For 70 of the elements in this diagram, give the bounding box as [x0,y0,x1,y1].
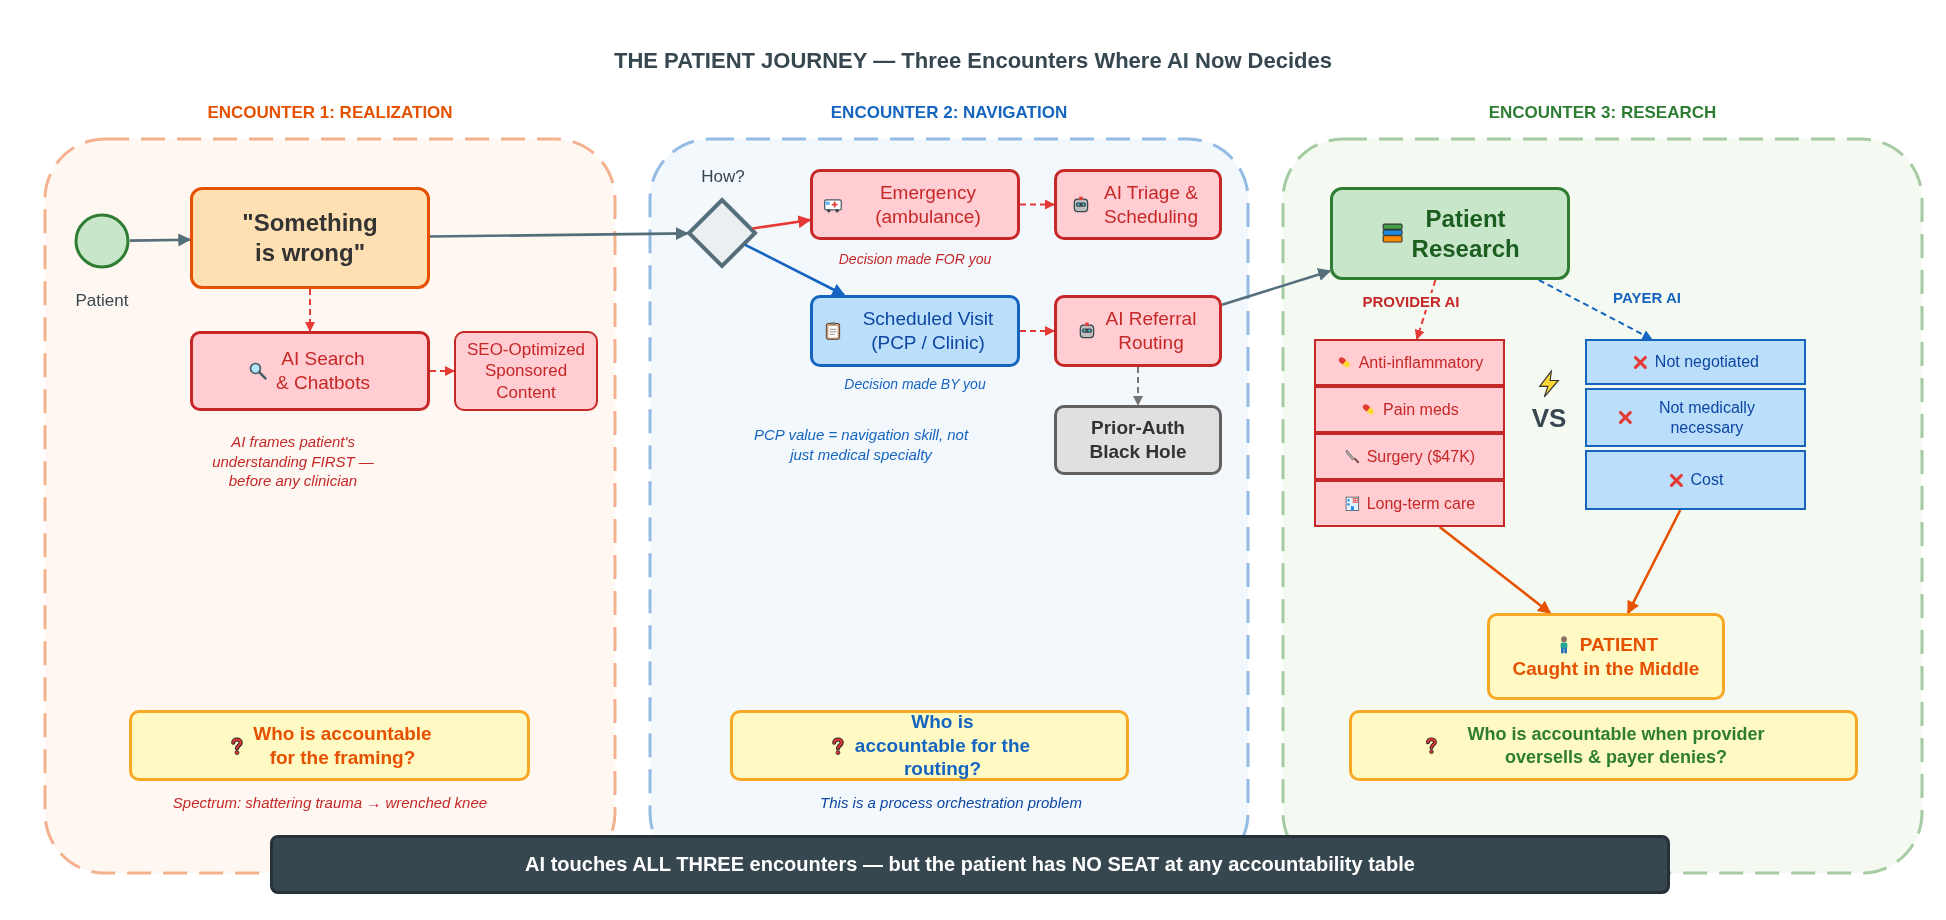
box-label: "Something is wrong" [241,208,379,268]
ai-process-box [1054,169,1222,240]
box-label: AI touches ALL THREE encounters — but the patient has NO SEAT at any accountability table [525,852,1415,877]
note-text: Decision made FOR you [837,250,993,269]
box-label: Surgery ($47K) [1366,446,1476,467]
box-label: AI Triage & Scheduling [1102,180,1199,229]
box-label: Who is accountable for the routing? [853,709,1031,782]
question-box [730,710,1129,781]
process-box [1054,405,1222,475]
note-text: How? [700,166,746,188]
arrow [1019,326,1055,336]
box-label: Not medically necessary [1657,397,1756,438]
note-text: Decision made BY you [843,375,987,394]
box-label: Who is accountable when provider oversells & payer denies? [1466,723,1766,768]
box-label: Patient Research [1411,203,1520,264]
question-box [1349,710,1858,781]
arrow [1221,268,1332,306]
arrow [1438,525,1552,615]
panel-heading: ENCOUNTER 3: RESEARCH [1487,103,1718,123]
note-text: AI frames patient's understanding FIRST — before any clinician [211,432,375,491]
panel-heading: ENCOUNTER 1: REALIZATION [206,103,454,123]
arrow [429,366,455,376]
content-box [454,331,598,411]
denial-box [1585,339,1806,385]
box-label: SEO-Optimized Sponsored Content [465,339,587,403]
box-label: Pain meds [1383,399,1459,420]
arrow [430,227,689,241]
denial-box [1585,388,1806,447]
box-label: Not negotiated [1654,352,1759,372]
note-text: Patient [74,290,130,312]
arrow [1133,366,1143,406]
arrow [752,215,812,230]
box-label: Who is accountable for the framing? [252,721,432,770]
box-label: Anti-inflammatory [1358,352,1484,373]
process-box [1330,187,1570,280]
ai-process-box [1054,295,1222,367]
arrow [1414,279,1437,340]
box-label: AI Search & Chatbots [274,347,371,395]
note-text: This is a process orchestration problem [819,793,1083,813]
outcome-box [1487,613,1725,700]
arrow [1537,279,1653,340]
summary-banner [270,835,1670,894]
option-box [1314,480,1505,527]
option-box [1314,433,1505,480]
option-box [1314,386,1505,433]
note-text: Spectrum: shattering trauma → wrenched knee [171,793,489,813]
arrow [305,288,315,332]
arrow [744,243,846,297]
box-label: Caught in the Middle [1512,656,1700,681]
ai-process-box [190,331,430,411]
box-label: AI Referral Routing [1104,307,1198,355]
process-box [810,169,1020,240]
box-label: Long-term care [1366,493,1476,514]
box-label: Prior-Auth Black Hole [1088,416,1188,464]
arrow [1019,199,1055,210]
box-label: Emergency (ambulance) [874,180,982,229]
arrow [1626,509,1682,615]
box-label: PATIENT [1579,632,1659,657]
vs-label: VS [1530,402,1568,435]
box-label: Scheduled Visit (PCP / Clinic) [861,307,995,355]
arrow [129,233,192,247]
process-box [810,295,1020,367]
process-box [190,187,430,289]
denial-box [1585,450,1806,510]
diagram-title: THE PATIENT JOURNEY — Three Encounters Where AI Now Decides [613,48,1333,74]
note-text: PCP value = navigation skill, not just medical specialty [752,425,970,464]
panel-heading: ENCOUNTER 2: NAVIGATION [829,103,1069,123]
box-label: Cost [1690,470,1724,490]
option-box [1314,339,1505,386]
question-box [129,710,530,781]
